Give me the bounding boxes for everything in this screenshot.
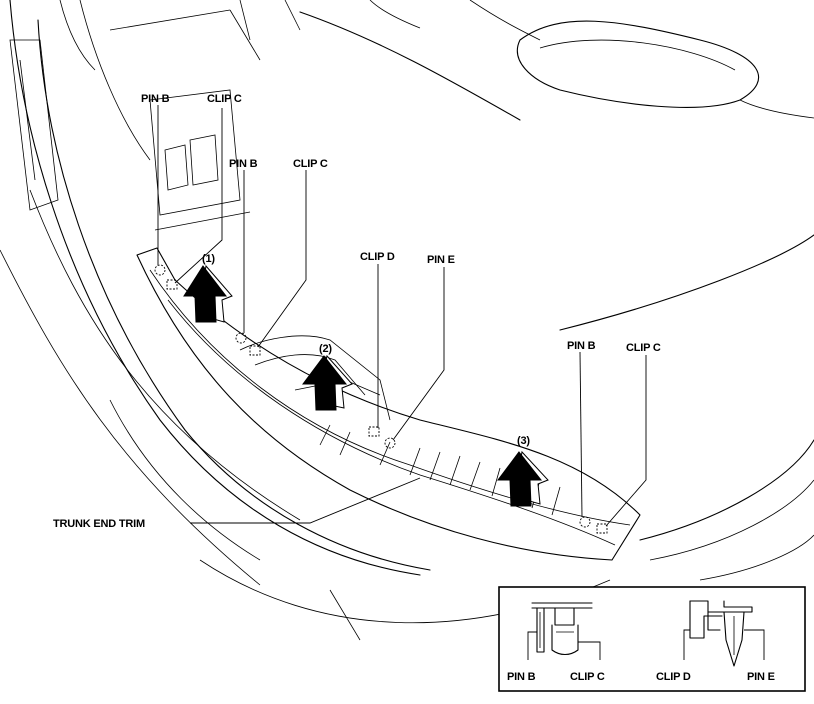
label-pin-b-1: PIN B [141, 93, 170, 105]
removal-arrows [183, 264, 549, 507]
pin-b-clip-c-drawing [527, 602, 601, 660]
label-clip-d: CLIP D [360, 251, 395, 263]
label-pin-b-2: PIN B [229, 158, 258, 170]
trunk-end-trim-part [136, 247, 641, 561]
label-pin-b-3: PIN B [567, 340, 596, 352]
vehicle-body-lineart [0, 0, 814, 641]
fastener-detail-inset: PIN B CLIP C CLIP D PIN E [498, 586, 806, 692]
callout-labels: PIN B CLIP C PIN B CLIP C CLIP D PIN E P… [53, 93, 661, 530]
label-clip-c-3: CLIP C [626, 342, 661, 354]
pin-b-marker-2 [235, 332, 247, 344]
label-clip-c-1: CLIP C [207, 93, 242, 105]
leader-lines [157, 105, 647, 527]
label-trunk-end-trim: TRUNK END TRIM [53, 518, 145, 530]
clip-d-marker [368, 426, 380, 437]
pin-e-marker [384, 437, 396, 449]
inset-label-pin-b: PIN B [507, 671, 536, 683]
pin-b-marker-3 [579, 516, 591, 528]
arrow-step-2 [302, 354, 353, 411]
clip-c-marker-2 [249, 345, 261, 356]
inset-label-clip-d: CLIP D [656, 671, 691, 683]
inset-frame [498, 586, 806, 692]
inset-label-clip-c: CLIP C [570, 671, 605, 683]
pin-b-marker-1 [154, 264, 166, 276]
fastener-markers [154, 264, 608, 534]
inset-label-pin-e: PIN E [747, 671, 775, 683]
label-step-3: (3) [517, 435, 530, 447]
label-step-1: (1) [202, 253, 215, 265]
arrow-step-1 [183, 264, 233, 323]
label-clip-c-2: CLIP C [293, 158, 328, 170]
arrow-step-3 [497, 450, 549, 507]
trim-ribs [319, 424, 561, 516]
label-step-2: (2) [319, 343, 332, 355]
label-pin-e: PIN E [427, 254, 455, 266]
clip-c-marker-3 [596, 523, 608, 534]
clip-d-pin-e-drawing [683, 600, 765, 667]
clip-c-marker-1 [166, 279, 178, 290]
